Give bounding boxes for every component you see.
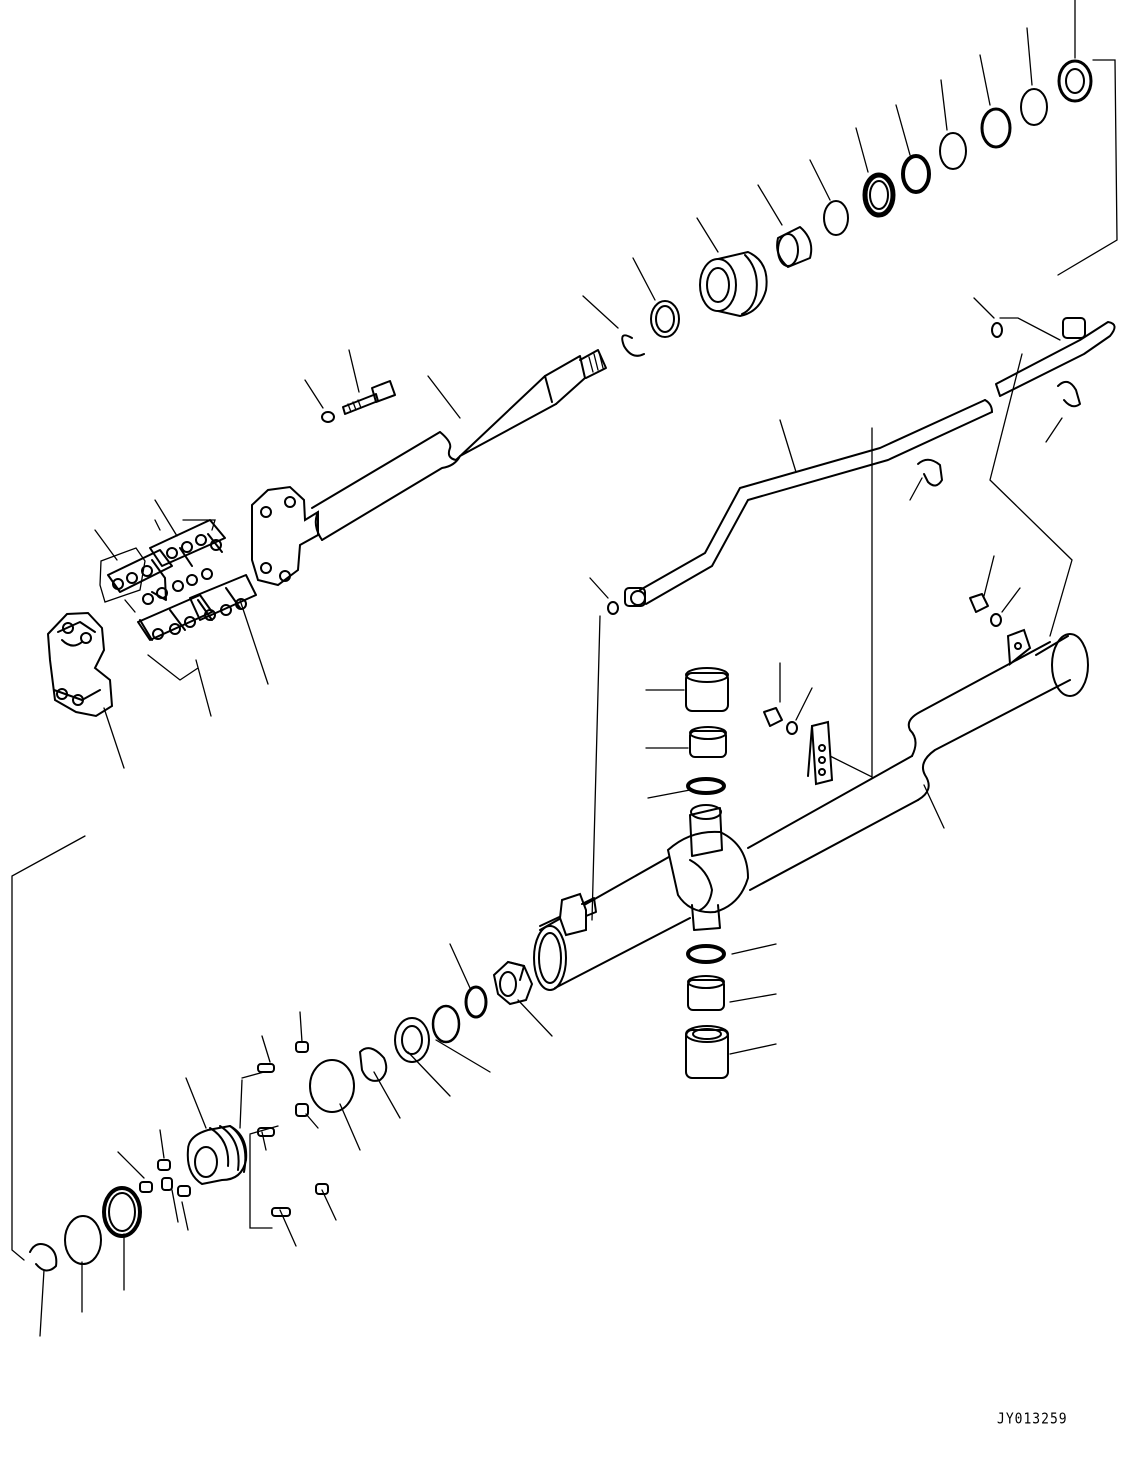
valve-pins — [140, 1042, 328, 1216]
pipe-elbow-fitting — [1063, 318, 1085, 338]
pipe-clamp-1 — [918, 460, 942, 486]
rod-shaft — [312, 376, 556, 540]
tube-mouth — [534, 926, 566, 990]
lock-plate — [360, 1048, 386, 1081]
piston-group — [12, 836, 552, 1336]
spacer-ring — [466, 987, 486, 1017]
snap-ring — [622, 335, 644, 355]
bushing-bottom — [686, 1030, 728, 1078]
piston-seal — [65, 1216, 101, 1264]
port-block — [560, 894, 586, 935]
tube-end — [1052, 634, 1088, 696]
drawing-code: JY013259 — [997, 1410, 1068, 1429]
trunnion-bearings — [646, 668, 776, 1078]
clamp-plates — [95, 500, 268, 716]
cushion-plunger — [395, 1018, 429, 1062]
piston-snap-ring — [30, 1244, 56, 1271]
seal-ring-1 — [651, 301, 679, 337]
piston-ring-large — [310, 1060, 354, 1112]
bolt-and-washer — [305, 350, 395, 422]
rod-packing — [865, 175, 893, 215]
rod-thread — [580, 350, 606, 378]
bushing-top — [686, 673, 728, 711]
piston-rod-assembly — [252, 350, 606, 585]
grease-nipple-2 — [970, 594, 988, 612]
buffer-ring — [903, 156, 929, 192]
wear-ring — [104, 1188, 140, 1236]
bolt — [343, 381, 395, 414]
backup-ring — [940, 133, 966, 169]
dust-seal — [1059, 61, 1091, 101]
o-ring-small — [608, 602, 618, 614]
o-ring — [982, 109, 1010, 147]
piston — [188, 1126, 246, 1184]
hydraulic-tube-pipe — [590, 298, 1115, 777]
washer — [322, 412, 334, 422]
grease-fittings — [764, 556, 1020, 734]
grease-nipple-1 — [764, 708, 782, 726]
o-ring-small-2 — [992, 323, 1002, 337]
seal-top — [688, 779, 724, 793]
seal-ring-2 — [824, 201, 848, 235]
mount-bracket-1 — [812, 722, 832, 784]
retaining-ring — [1021, 89, 1047, 125]
cylinder-body — [534, 616, 1088, 990]
head-seal-kit — [583, 0, 1117, 356]
gland-head — [700, 252, 767, 316]
pipe-clamp-2 — [1058, 382, 1080, 406]
clevis-cap — [48, 613, 124, 768]
mount-bracket-2 — [1008, 630, 1030, 664]
seal-bottom — [688, 946, 724, 962]
bearing-top — [690, 731, 726, 757]
bearing-bottom — [688, 980, 724, 1010]
cushion-ring — [433, 1006, 459, 1042]
